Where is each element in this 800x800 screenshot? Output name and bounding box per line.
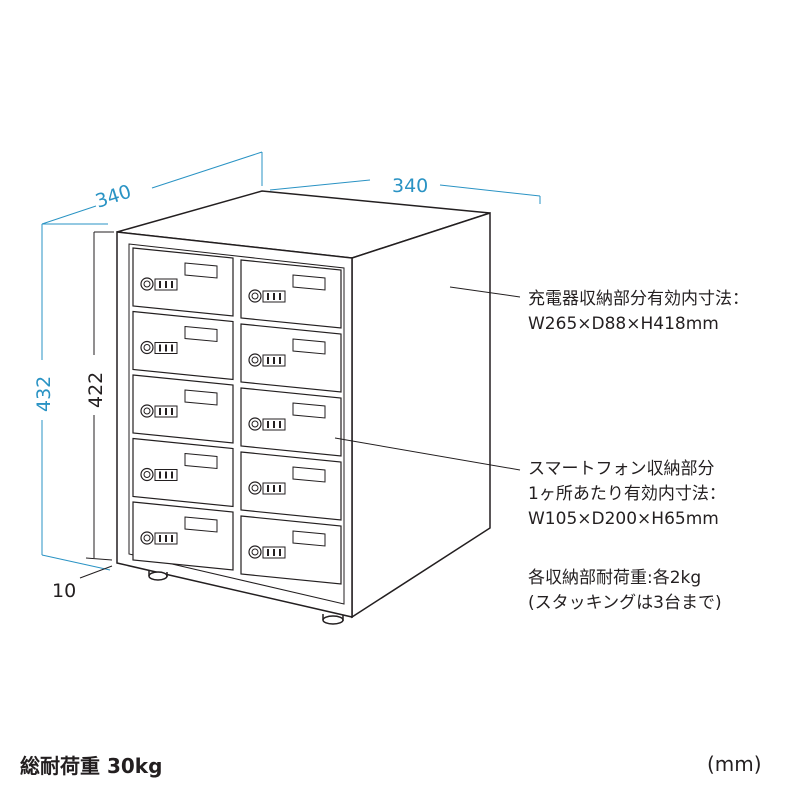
drawer	[240, 387, 342, 457]
label-plate	[292, 338, 326, 355]
drawer	[132, 374, 234, 444]
leader-phone	[334, 437, 521, 471]
drawer-grid	[132, 247, 342, 585]
charger-note-title: 充電器収納部分有効内寸法：	[528, 289, 749, 309]
charger-note-size: W265×D88×H418mm	[528, 314, 719, 334]
total-load-label: 総耐荷重 30kg	[20, 754, 163, 778]
label-plate	[184, 389, 218, 406]
dim-width: 340	[392, 175, 428, 197]
cabinet-side	[351, 211, 491, 619]
label-plate	[184, 452, 218, 470]
label-plate	[292, 274, 326, 291]
dial-lock-icon	[140, 467, 178, 482]
label-plate	[292, 530, 326, 547]
dial-lock-icon	[140, 404, 178, 418]
load-note-stacking: (スタッキングは3台まで)	[528, 593, 722, 613]
phone-note: スマートフォン収納部分 1ヶ所あたり有効内寸法： W105×D200×H65mm	[528, 457, 726, 532]
dial-lock-icon	[140, 340, 178, 355]
dial-lock-icon	[248, 481, 286, 495]
foot-left	[148, 571, 168, 581]
label-plate	[292, 466, 326, 483]
label-plate	[292, 402, 326, 419]
phone-note-title: スマートフォン収納部分	[528, 459, 715, 479]
leader-charger	[449, 286, 521, 298]
dim-foot-height: 10	[52, 580, 76, 602]
drawer	[240, 451, 342, 521]
drawer	[240, 515, 342, 585]
foot-right	[322, 615, 344, 625]
drawer	[240, 259, 342, 329]
charger-note: 充電器収納部分有効内寸法： W265×D88×H418mm	[528, 287, 749, 337]
phone-note-size: W105×D200×H65mm	[528, 509, 719, 529]
label-plate	[184, 262, 218, 279]
dimension-lines-dark	[79, 231, 521, 579]
label-plate	[184, 516, 218, 533]
dial-lock-icon	[248, 289, 286, 303]
dial-lock-icon	[140, 277, 178, 291]
dial-lock-icon	[248, 545, 286, 559]
drawer	[132, 310, 234, 381]
drawer	[132, 501, 234, 571]
dim-total-height: 432	[33, 376, 55, 412]
dial-lock-icon	[140, 531, 178, 545]
dim-depth: 340	[93, 181, 134, 213]
load-note-each: 各収納部耐荷重:各2kg	[528, 568, 702, 588]
cabinet-front-inner	[128, 243, 345, 605]
dim-body-height: 422	[85, 372, 107, 408]
dimension-lines	[41, 151, 541, 571]
drawer	[132, 247, 234, 317]
drawer	[240, 323, 342, 393]
unit-label: (mm)	[707, 752, 762, 776]
label-plate	[184, 325, 218, 343]
drawer	[132, 437, 234, 508]
dial-lock-icon	[248, 417, 286, 431]
load-note: 各収納部耐荷重:各2kg (スタッキングは3台まで)	[528, 566, 722, 616]
phone-note-sub: 1ヶ所あたり有効内寸法：	[528, 484, 726, 504]
dial-lock-icon	[248, 353, 286, 367]
